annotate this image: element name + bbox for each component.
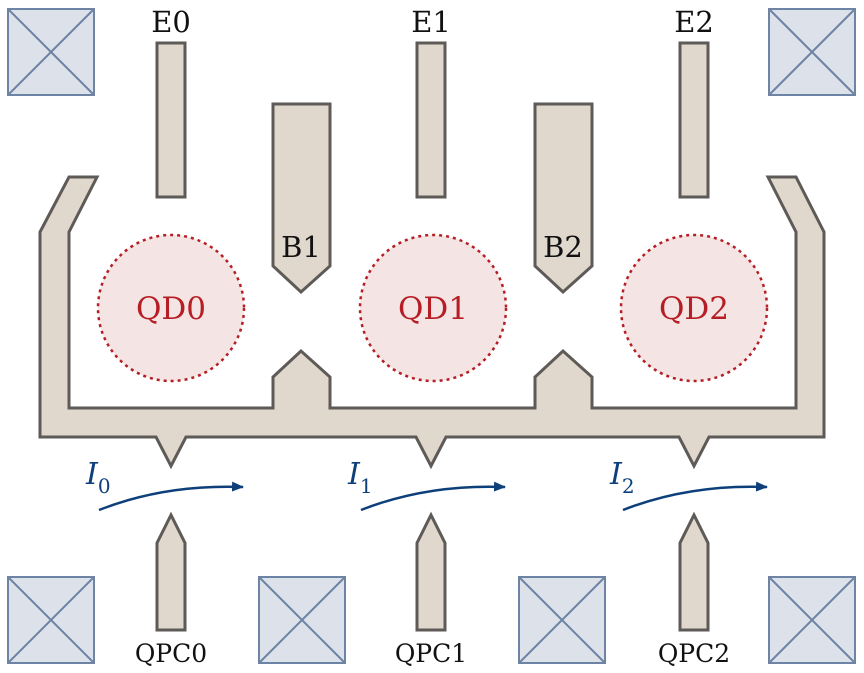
qpc1-label: QPC1 xyxy=(395,639,467,668)
gate-qpc1 xyxy=(415,511,447,632)
gate-e1 xyxy=(415,41,447,199)
quantum-dot-qd1 xyxy=(358,233,508,383)
bond-pad-bottom-1 xyxy=(7,576,95,664)
u-shaped-gate xyxy=(38,175,826,470)
gate-e1-label: E1 xyxy=(411,5,451,39)
current-i1-label: I1 xyxy=(347,457,373,498)
current-i2-label: I2 xyxy=(609,457,635,498)
gate-e0 xyxy=(155,41,187,199)
bond-pad-top-left xyxy=(7,8,95,96)
gate-b1-label: B1 xyxy=(281,230,321,264)
qd2-label: QD2 xyxy=(659,291,729,327)
gate-e2 xyxy=(678,41,710,199)
bond-pad-top-right xyxy=(768,8,856,96)
gate-qpc0 xyxy=(155,511,187,632)
current-arrow-0 xyxy=(98,481,244,512)
qpc2-label: QPC2 xyxy=(658,639,730,668)
current-i0-label: I0 xyxy=(85,457,111,498)
gate-e0-label: E0 xyxy=(151,5,191,39)
gate-b2-label: B2 xyxy=(543,230,583,264)
bond-pad-bottom-3 xyxy=(518,576,606,664)
gate-qpc2 xyxy=(678,511,710,632)
qd1-label: QD1 xyxy=(398,291,468,327)
current-arrow-1 xyxy=(360,481,506,512)
bond-pad-bottom-4 xyxy=(768,576,856,664)
current-arrow-2 xyxy=(622,481,768,512)
gate-e2-label: E2 xyxy=(674,5,714,39)
qpc0-label: QPC0 xyxy=(135,639,207,668)
quantum-dot-qd0 xyxy=(96,233,246,383)
gate-b1 xyxy=(271,102,332,295)
bond-pad-bottom-2 xyxy=(258,576,346,664)
gate-b2 xyxy=(533,102,594,295)
qd0-label: QD0 xyxy=(136,291,206,327)
quantum-dot-qd2 xyxy=(619,233,769,383)
